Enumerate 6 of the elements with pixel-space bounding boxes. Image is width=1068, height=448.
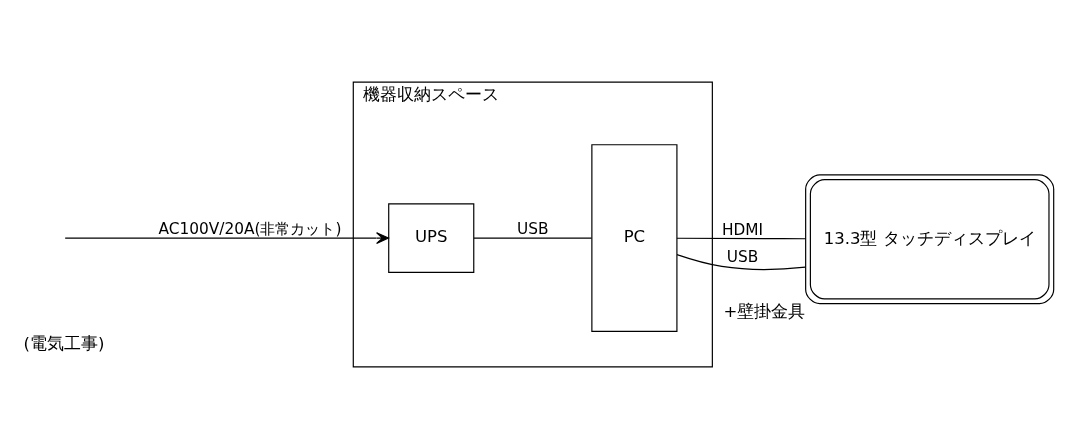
edge-label: AC100V/20A(非常カット) xyxy=(158,219,342,238)
node-label: +壁掛金具 xyxy=(723,301,806,321)
edge-label: USB xyxy=(517,219,549,238)
edge-label: USB xyxy=(726,247,759,266)
edge-label: HDMI xyxy=(721,220,764,239)
label: (電気工事) xyxy=(23,333,105,353)
